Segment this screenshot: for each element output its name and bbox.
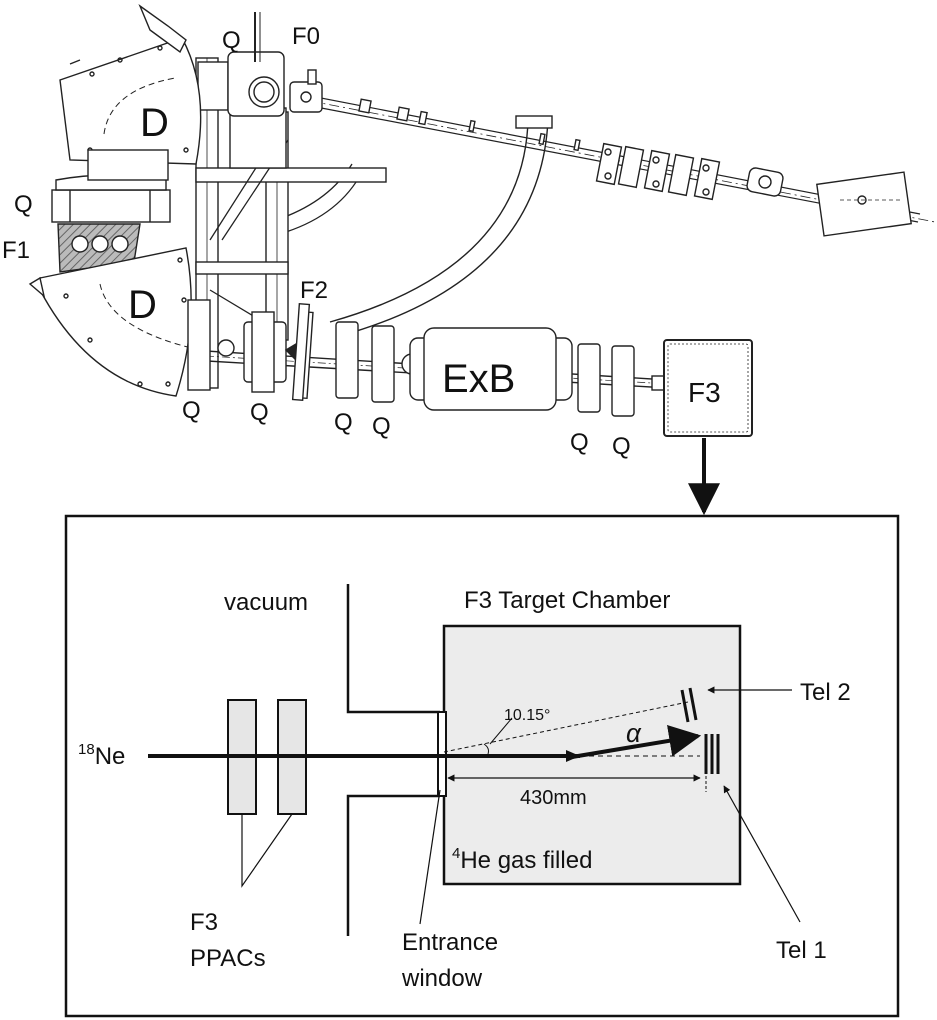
label-gas: 4He gas filled xyxy=(452,845,592,874)
dipole-lower xyxy=(28,247,201,397)
arc-rail xyxy=(329,115,553,337)
f0-magnets xyxy=(197,12,323,117)
label-f3: F3 xyxy=(688,377,721,408)
label-f1: F1 xyxy=(2,237,30,264)
beam-mass-number: 18 xyxy=(78,741,95,758)
exb-filter xyxy=(409,327,573,411)
f3-box xyxy=(663,339,753,437)
chamber-labels: vacuum F3 Target Chamber 18Ne 10.15° α T… xyxy=(78,587,851,992)
alpha-arrow-mid xyxy=(566,750,580,762)
label-chamber-title: F3 Target Chamber xyxy=(464,587,670,614)
vacuum-wall xyxy=(346,584,440,936)
label-q-bottom-1: Q xyxy=(182,397,201,424)
beamline-labels: Q F0 D Q F1 D F2 ExB F3 Q Q Q Q Q Q xyxy=(2,23,721,460)
label-q-top: Q xyxy=(222,27,241,54)
label-window-2: window xyxy=(401,965,483,992)
pipe-magnet-chain xyxy=(358,98,784,201)
gas-mass-number: 4 xyxy=(452,845,460,862)
angle-arc xyxy=(483,743,489,755)
beam-element: Ne xyxy=(95,743,126,770)
label-vacuum: vacuum xyxy=(224,589,308,616)
label-ppac-1: F3 xyxy=(190,909,218,936)
label-distance: 430mm xyxy=(520,787,587,809)
chamber-inset xyxy=(64,514,900,1018)
label-q-bottom-3: Q xyxy=(334,409,353,436)
label-angle: 10.15° xyxy=(504,707,550,724)
label-q-bottom-5: Q xyxy=(570,429,589,456)
label-tel2: Tel 2 xyxy=(800,679,851,706)
angle-label-leader xyxy=(489,717,513,745)
label-d-upper: D xyxy=(140,101,169,145)
tel1-arrow xyxy=(723,785,801,923)
dipole-upper xyxy=(59,4,202,165)
tel1-detector xyxy=(704,734,720,774)
ppac-leader xyxy=(241,813,293,888)
alpha-trajectory xyxy=(571,724,702,759)
f2-plate xyxy=(291,303,311,401)
label-q-left: Q xyxy=(14,191,33,218)
label-tel1: Tel 1 xyxy=(776,937,827,964)
label-f0: F0 xyxy=(292,23,320,50)
label-ppac-2: PPACs xyxy=(190,945,266,972)
f1-slit xyxy=(57,223,141,273)
label-alpha: α xyxy=(626,718,642,748)
label-q-bottom-4: Q xyxy=(372,413,391,440)
end-box xyxy=(816,171,912,237)
tel2-detector xyxy=(680,687,698,723)
label-q-bottom-2: Q xyxy=(250,399,269,426)
label-f2: F2 xyxy=(300,277,328,304)
label-window-1: Entrance xyxy=(402,929,498,956)
label-exb: ExB xyxy=(442,357,515,401)
beamline-schematic xyxy=(28,4,936,437)
label-beam: 18Ne xyxy=(78,741,125,770)
label-q-bottom-6: Q xyxy=(612,433,631,460)
gas-text: He gas filled xyxy=(460,847,592,874)
window-leader xyxy=(419,789,441,925)
support-frame xyxy=(195,57,387,389)
quad-left xyxy=(51,149,171,223)
label-d-lower: D xyxy=(128,283,157,327)
